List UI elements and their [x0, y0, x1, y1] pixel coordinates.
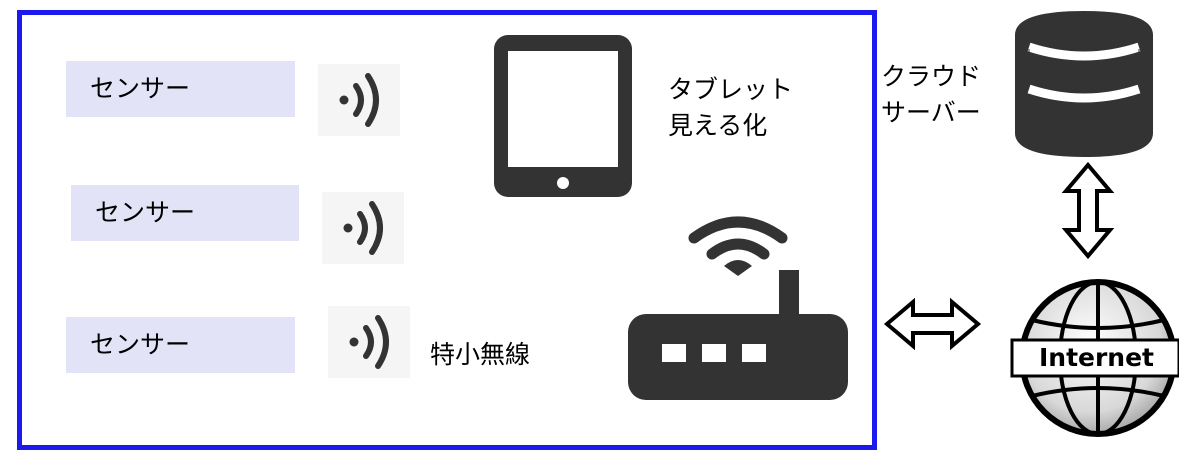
database-icon [1013, 9, 1155, 159]
wireless-signal-icon [318, 64, 400, 136]
sensor-label: センサー [90, 330, 191, 359]
tablet-icon [494, 35, 632, 197]
double-arrow-horizontal-icon [883, 297, 982, 351]
wireless-signal-icon [322, 192, 404, 264]
sensor-box-3: センサー [66, 317, 295, 373]
globe-icon [1000, 276, 1179, 438]
double-arrow-vertical-icon [1061, 161, 1115, 260]
tablet-label-line2: 見える化 [668, 111, 768, 140]
cloud-server-label: クラウド サーバー [881, 59, 981, 131]
tablet-label-line1: タブレット [668, 75, 794, 104]
sensor-box-2: センサー [71, 185, 299, 241]
cloud-label-line2: サーバー [881, 98, 981, 127]
internet-label-text: Internet [1038, 343, 1155, 372]
wireless-signal-icon [328, 306, 410, 378]
cloud-label-line1: クラウド [881, 62, 982, 91]
wifi-router-icon [628, 210, 848, 400]
radio-label-text: 特小無線 [430, 340, 531, 369]
radio-label: 特小無線 [430, 337, 530, 373]
internet-label: Internet [1014, 340, 1179, 376]
sensor-box-1: センサー [66, 61, 295, 117]
sensor-label: センサー [95, 198, 196, 227]
sensor-label: センサー [90, 74, 191, 103]
tablet-label: タブレット 見える化 [668, 72, 793, 144]
